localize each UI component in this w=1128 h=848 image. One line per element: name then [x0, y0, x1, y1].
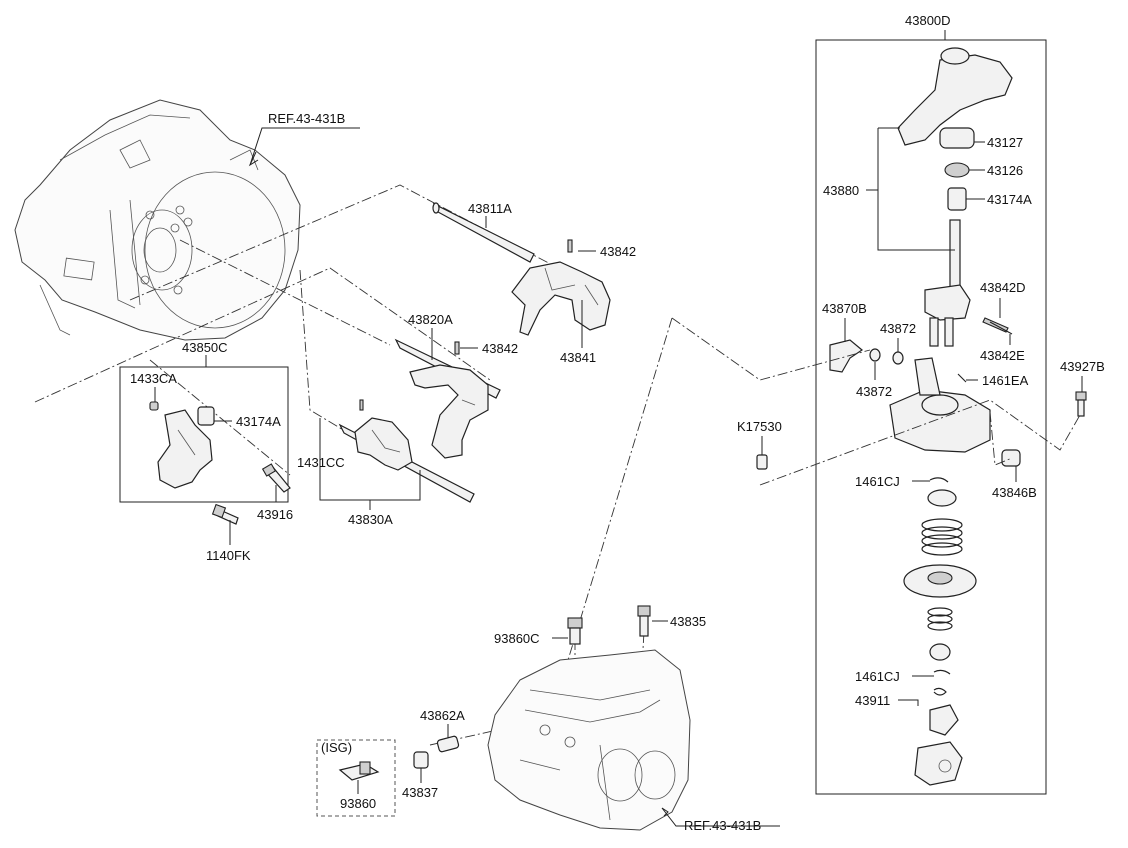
- label-43872-bottom: 43872: [856, 384, 892, 399]
- washer-43872-right: [892, 351, 904, 365]
- transmission-case-bottom: [487, 649, 691, 831]
- leader-lines: [154, 30, 1083, 794]
- shift-lug-43830A: [354, 417, 413, 471]
- spring-lower: [927, 607, 953, 631]
- sleeve-43174A-left: [197, 406, 215, 426]
- spring-seat-upper: [927, 489, 957, 507]
- boot-plate: [903, 564, 977, 598]
- label-43842-mid: 43842: [482, 341, 518, 356]
- box-43800D: [815, 39, 1047, 795]
- bolt-43916: [261, 463, 291, 493]
- clip-1461CJ-bottom: [933, 669, 951, 675]
- label-43811A: 43811A: [468, 201, 512, 216]
- label-43841: 43841: [560, 350, 596, 365]
- ref-line-5: [149, 359, 291, 476]
- shift-fork-43820A: [409, 364, 489, 459]
- isg-box: [316, 739, 396, 817]
- control-lever-top: [897, 47, 1013, 146]
- shift-finger-assembly: [924, 284, 971, 347]
- switch-43835: [637, 605, 651, 637]
- seal-43126: [944, 162, 970, 178]
- clip-1461CJ-top: [929, 477, 949, 483]
- label-1140FK: 1140FK: [206, 548, 251, 563]
- label-43126: 43126: [987, 163, 1023, 178]
- label-K17530: K17530: [737, 419, 782, 434]
- label-43880: 43880: [823, 183, 859, 198]
- part-labels: 43800D REF.43-431B 43811A 43842 43841 43…: [130, 13, 1105, 833]
- label-43872-top: 43872: [880, 321, 916, 336]
- label-1431CC: 1431CC: [297, 455, 345, 470]
- bushing-43862A: [436, 735, 460, 753]
- shift-cover-body: [889, 357, 991, 453]
- spring-seat-lower: [929, 643, 951, 661]
- label-43830A: 43830A: [348, 512, 393, 527]
- ref-bottom-arrow: [661, 807, 669, 817]
- plug-43837: [413, 751, 429, 769]
- bolt-1140FK: [211, 503, 239, 525]
- label-43862A: 43862A: [420, 708, 465, 723]
- spring-upper: [921, 518, 963, 556]
- cap-43846B: [1001, 449, 1021, 467]
- lever-43870B: [829, 339, 864, 373]
- label-1461CJ-top: 1461CJ: [855, 474, 900, 489]
- label-isg: (ISG): [321, 740, 352, 755]
- pin-1431CC: [359, 399, 364, 411]
- ref-line-9: [564, 317, 673, 671]
- ref-line-8: [671, 317, 871, 381]
- label-43911: 43911: [855, 693, 890, 708]
- plug-K17530: [756, 454, 768, 470]
- bolt-43927B: [1075, 391, 1087, 417]
- label-43800D: 43800D: [905, 13, 951, 28]
- label-43820A: 43820A: [408, 312, 453, 327]
- washer-43872-left: [869, 348, 881, 362]
- pin-43842-top: [567, 239, 573, 253]
- label-43842D: 43842D: [980, 280, 1026, 295]
- ref-top-leader: [249, 127, 360, 166]
- label-93860: 93860: [340, 796, 376, 811]
- shaft-43880: [949, 219, 961, 291]
- selector-lever-43850C: [157, 409, 213, 489]
- label-43846B: 43846B: [992, 485, 1037, 500]
- lower-lever-assembly: [914, 704, 963, 786]
- ref-line-3: [179, 239, 391, 346]
- label-43850C: 43850C: [182, 340, 228, 355]
- spring-43911: [933, 687, 947, 696]
- label-43835: 43835: [670, 614, 706, 629]
- pin-43842E: [989, 321, 1013, 335]
- part-43127: [939, 127, 975, 149]
- bushing-1433CA: [149, 401, 159, 411]
- ref-line-4: [299, 269, 361, 441]
- label-43174A-left: 43174A: [236, 414, 281, 429]
- ref-line-6: [759, 399, 1081, 486]
- label-1461EA: 1461EA: [982, 373, 1029, 388]
- sleeve-43174A-right: [947, 187, 967, 211]
- label-43842E: 43842E: [980, 348, 1025, 363]
- label-43842-top: 43842: [600, 244, 636, 259]
- label-43174A-right: 43174A: [987, 192, 1032, 207]
- label-ref-bottom: REF.43-431B: [684, 818, 761, 833]
- clutch-housing-top-left: [14, 99, 301, 341]
- ref-line-1: [129, 184, 601, 301]
- box-43850C: [119, 366, 289, 503]
- ref-top-arrow: [248, 151, 259, 167]
- label-1433CA: 1433CA: [130, 371, 177, 386]
- label-ref-top: REF.43-431B: [268, 111, 345, 126]
- label-43870B: 43870B: [822, 301, 867, 316]
- sensor-93860: [338, 761, 380, 781]
- label-43927B: 43927B: [1060, 359, 1105, 374]
- sensor-93860C: [567, 617, 583, 645]
- shift-rail-43811A: [432, 202, 535, 263]
- label-43916: 43916: [257, 507, 293, 522]
- label-43127: 43127: [987, 135, 1023, 150]
- label-93860C: 93860C: [494, 631, 540, 646]
- shift-fork-43841: [511, 261, 611, 336]
- label-1461CJ-bottom: 1461CJ: [855, 669, 900, 684]
- pin-43842-mid: [454, 341, 460, 355]
- label-43837: 43837: [402, 785, 438, 800]
- clip-1461EA: [957, 373, 967, 383]
- ref-line-2: [34, 267, 491, 403]
